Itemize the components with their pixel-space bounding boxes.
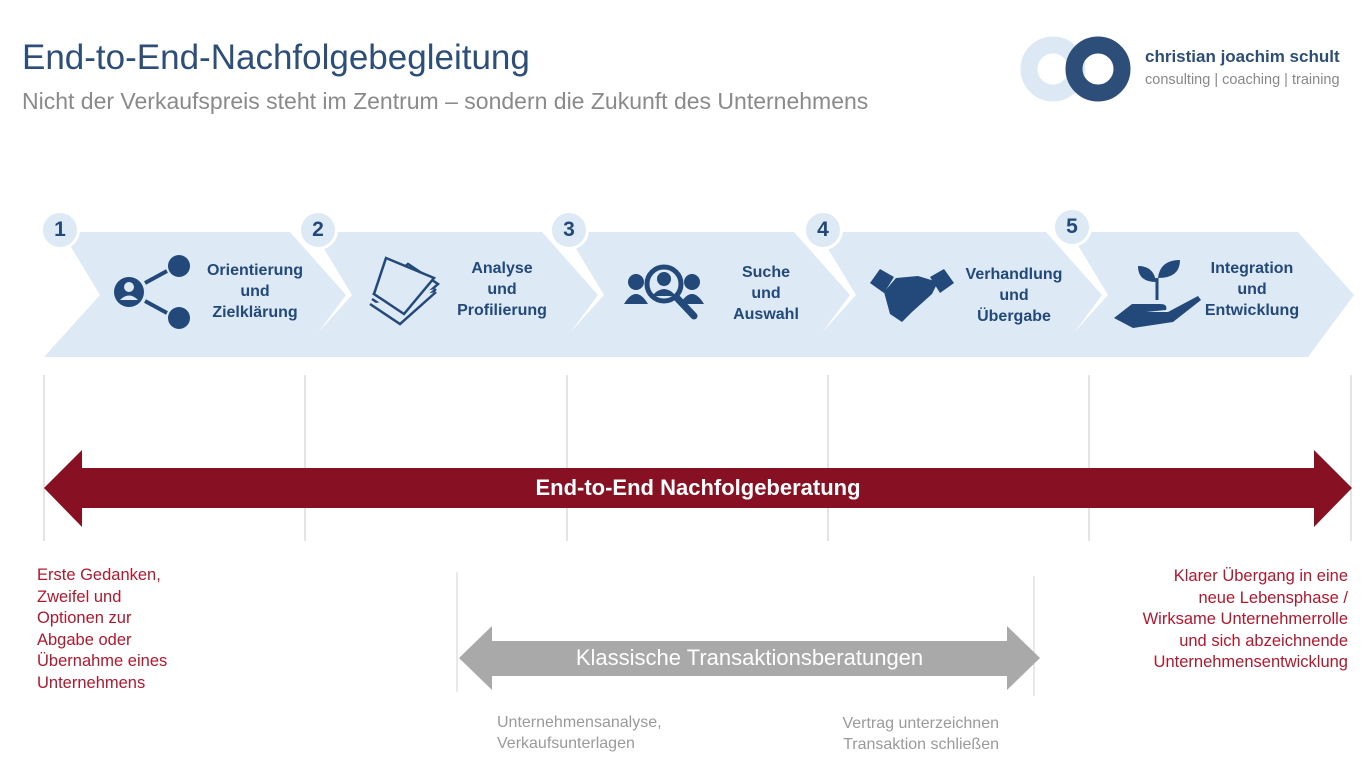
logo-tagline: consulting | coaching | training — [1145, 72, 1340, 88]
step-chevron — [296, 232, 598, 357]
note-line: Erste Gedanken, — [37, 566, 161, 584]
logo-name: christian joachim schult — [1145, 47, 1340, 66]
documents-stack-icon — [369, 256, 441, 326]
step-label-line: und — [1237, 281, 1267, 298]
step-label-line: und — [999, 287, 1029, 304]
step-label-line: Entwicklung — [1204, 302, 1300, 319]
note-line: Unternehmensentwicklung — [1153, 653, 1348, 671]
classic-arrow-label: Klassische Transaktionsberatungen — [575, 645, 924, 670]
step-chevron — [44, 232, 346, 357]
step-label-line: Analyse — [471, 260, 533, 277]
page-subtitle: Nicht der Verkaufspreis steht im Zentrum… — [22, 88, 869, 114]
step-label-line: und — [751, 285, 781, 302]
main-double-arrow — [44, 450, 1352, 527]
step-number: 1 — [40, 210, 80, 250]
note-left: Erste Gedanken, Zweifel und Optionen zur… — [37, 565, 167, 694]
step-label-line: Integration — [1210, 260, 1294, 277]
note-line: Transaktion schließen — [843, 736, 999, 753]
note-line: Übernahme eines — [37, 652, 168, 670]
note-line: und sich abzeichnende — [1179, 631, 1348, 650]
note-line: Zweifel und — [37, 587, 122, 606]
note-classic-end: Vertrag unterzeichnen Transaktion schlie… — [842, 713, 999, 755]
step-label-line: Orientierung — [206, 262, 303, 279]
step-label-line: Profilierung — [457, 302, 547, 319]
step-chevron — [1052, 232, 1354, 357]
logo-rings-icon — [1020, 36, 1131, 102]
classic-double-arrow — [459, 626, 1040, 690]
page-title: End-to-End-Nachfolgebegleitung — [22, 38, 530, 77]
network-person-icon — [114, 255, 190, 329]
plant-hand-icon — [1114, 260, 1201, 328]
step-label-line: und — [240, 283, 270, 300]
note-right: Klarer Übergang in eine neue Lebensphase… — [1143, 566, 1348, 674]
note-line: Verkaufsunterlagen — [497, 735, 635, 752]
note-line: Optionen zur — [37, 609, 132, 627]
step-label-line: Verhandlung — [965, 266, 1063, 283]
step-number: 5 — [1052, 207, 1092, 247]
note-line: Unternehmens — [37, 673, 146, 692]
note-line: Wirksame Unternehmerrolle — [1142, 610, 1348, 628]
note-classic-start: Unternehmensanalyse, Verkaufsunterlagen — [497, 712, 662, 754]
step-label-line: Auswahl — [733, 306, 799, 323]
people-search-icon — [624, 264, 704, 320]
main-arrow-label: End-to-End Nachfolgeberatung — [535, 475, 861, 500]
step-label-line: Suche — [741, 264, 790, 281]
step-number: 3 — [549, 210, 589, 250]
step-chevron — [548, 232, 850, 357]
handshake-icon — [870, 269, 954, 322]
step-number: 2 — [298, 210, 338, 250]
note-line: Vertrag unterzeichnen — [842, 715, 999, 732]
step-chevron — [800, 232, 1102, 357]
note-line: Klarer Übergang in eine — [1173, 567, 1348, 585]
step-label-line: Übergabe — [977, 308, 1051, 325]
step-label-line: und — [487, 281, 517, 298]
note-line: Abgabe oder — [37, 630, 132, 649]
step-label-line: Zielklärung — [212, 304, 298, 321]
note-line: Unternehmensanalyse, — [497, 714, 662, 731]
note-line: neue Lebensphase / — [1198, 588, 1348, 607]
step-number: 4 — [803, 210, 843, 250]
